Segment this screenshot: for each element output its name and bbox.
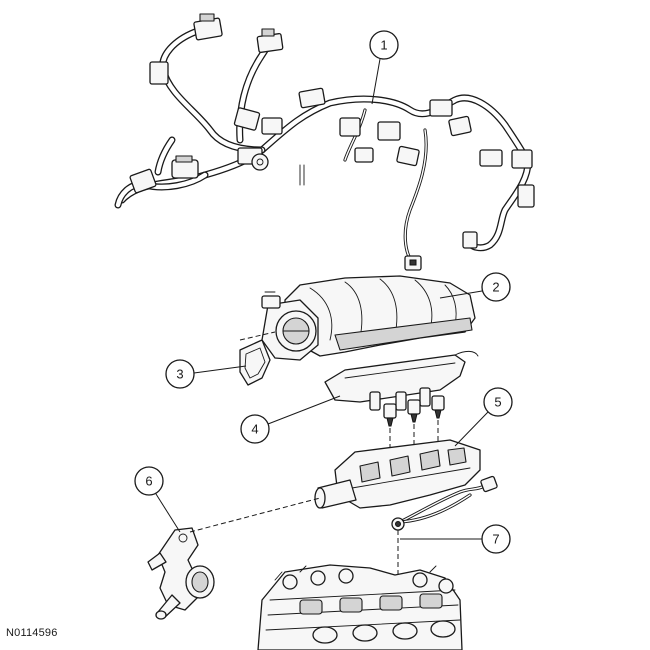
callout-7: 7 [400,524,511,554]
callout-label-5: 5 [494,395,501,410]
engine-block [257,564,463,650]
callout-label-2: 2 [492,280,499,295]
callout-1: 1 [369,30,399,105]
callout-3: 3 [165,359,247,389]
callout-2: 2 [439,272,511,302]
callout-label-6: 6 [145,474,152,489]
callout-4: 4 [240,395,341,444]
lower-intake-manifold [314,439,481,509]
callout-label-4: 4 [251,422,258,437]
thermostat-housing [147,497,321,620]
figure-id: N0114596 [6,627,58,639]
callout-label-3: 3 [176,367,183,382]
callout-6: 6 [134,466,181,533]
callout-5: 5 [454,387,513,447]
callout-label-1: 1 [380,38,387,53]
fuel-rail-injectors [324,350,479,460]
callout-label-7: 7 [492,532,499,547]
intake-manifold [261,275,476,361]
throttle-body-gasket [239,331,276,386]
wiring-harness [114,13,535,271]
